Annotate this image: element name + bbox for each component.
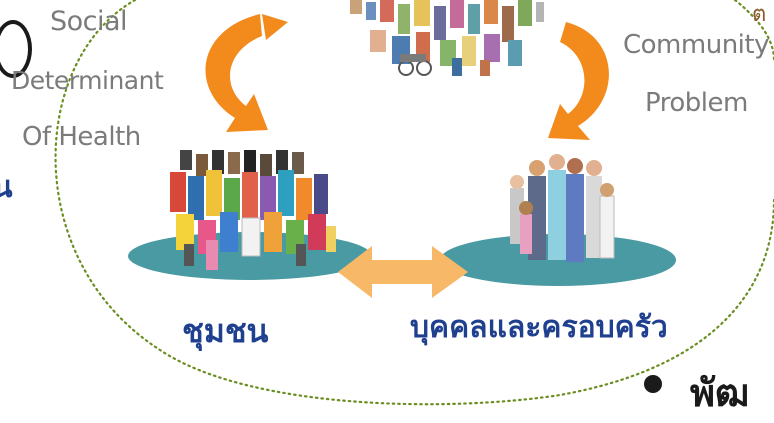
partial-left-top-text: o <box>0 20 32 78</box>
community-problem-line1: Community <box>623 30 769 60</box>
bullet-icon <box>644 375 662 393</box>
left-cycle-arrow <box>205 14 288 132</box>
partial-top-right-text: ต <box>752 2 767 27</box>
double-arrow-icon <box>338 246 468 298</box>
community-node-label: ชุมชน <box>182 312 269 350</box>
social-label-line1: Social <box>50 6 128 37</box>
bullet-text: พัฒ <box>690 371 750 415</box>
right-cycle-arrow <box>548 22 609 140</box>
community-problem-line2: Problem <box>645 88 748 118</box>
family-node-label: บุคคลและครอบครัว <box>410 310 668 345</box>
social-label-line3: Of Health <box>22 122 141 152</box>
social-label-line2: Determinant <box>11 66 164 95</box>
dotted-cycle-boundary <box>54 0 774 406</box>
community-people-image <box>170 150 336 270</box>
family-people-image <box>510 154 615 262</box>
community-crowd-image <box>345 0 545 78</box>
diagram-canvas <box>54 0 774 406</box>
partial-left-mid-text: น <box>0 170 13 205</box>
